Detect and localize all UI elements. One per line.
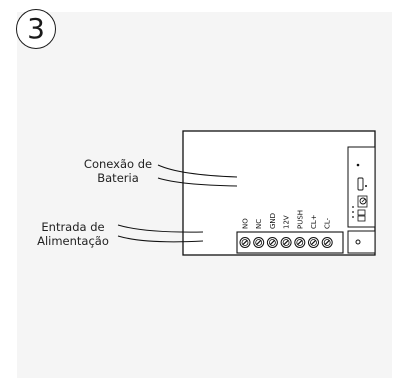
push-button-box — [347, 230, 376, 254]
terminal-labels: NO NC GND 12V PUSH CL+ CL- — [242, 210, 332, 229]
side-panel — [347, 146, 376, 228]
terminal-label-nc: NC — [255, 219, 263, 229]
terminal-label-cl: CL- — [324, 217, 332, 229]
push-button — [355, 239, 361, 245]
step-number: 3 — [27, 12, 45, 45]
dial-icon — [359, 197, 367, 205]
power-label-line1: Entrada de — [41, 220, 105, 234]
terminal-label-12v: 12V — [283, 215, 291, 229]
terminal-label-cl: CL+ — [310, 214, 318, 229]
terminal-screws — [239, 237, 333, 248]
indicator-dot — [356, 163, 360, 167]
power-wire-1 — [117, 224, 204, 233]
battery-wire-1 — [157, 164, 238, 178]
battery-wire-2 — [157, 177, 238, 187]
battery-label-line2: Bateria — [97, 171, 139, 185]
power-wire-2 — [117, 235, 204, 243]
battery-connection-label: Conexão de Bateria — [76, 157, 160, 185]
power-label-line2: Alimentação — [37, 234, 109, 248]
step-number-badge: 3 — [16, 9, 56, 49]
terminal-label-push: PUSH — [296, 210, 304, 229]
terminal-label-no: NO — [242, 218, 250, 229]
power-input-label: Entrada de Alimentação — [28, 220, 118, 248]
terminal-label-gnd: GND — [269, 213, 277, 229]
battery-label-line1: Conexão de — [83, 157, 153, 171]
switch-icon — [357, 177, 364, 191]
